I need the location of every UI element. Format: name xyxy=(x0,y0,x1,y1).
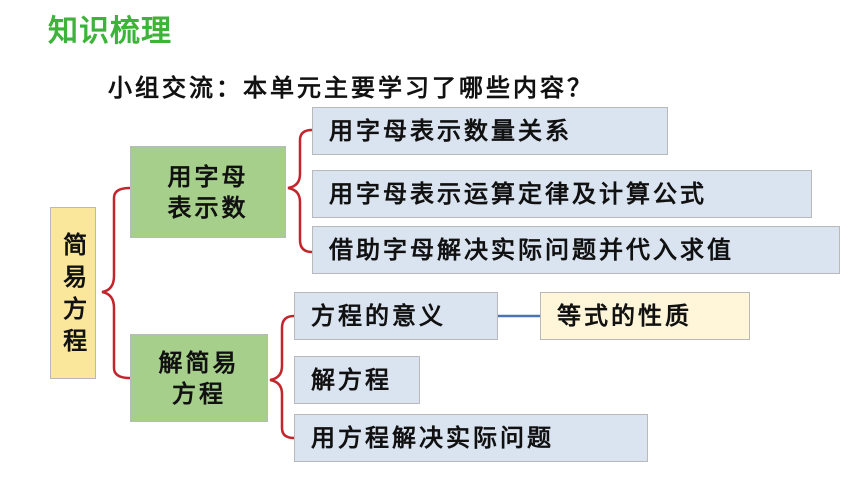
page-title: 知识梳理 xyxy=(48,14,172,49)
leaf-laws-formulas-label: 用字母表示运算定律及计算公式 xyxy=(329,179,707,209)
branch-node-equations-line1: 解简易 xyxy=(158,347,240,377)
leaf-equation-meaning: 方程的意义 xyxy=(294,292,498,340)
leaf-solve-equation-label: 解方程 xyxy=(311,365,392,395)
leaf-equation-property: 等式的性质 xyxy=(540,292,750,340)
leaf-quantity-relations-label: 用字母表示数量关系 xyxy=(329,116,572,146)
leaf-solve-equation: 解方程 xyxy=(294,356,420,404)
branch-node-letters-line1: 用字母 xyxy=(167,161,249,191)
leaf-equation-word-problems: 用方程解决实际问题 xyxy=(294,414,648,462)
leaf-equation-meaning-label: 方程的意义 xyxy=(311,301,446,331)
leaf-quantity-relations: 用字母表示数量关系 xyxy=(312,107,668,155)
leaf-substitute-values: 借助字母解决实际问题并代入求值 xyxy=(312,226,840,274)
branch-node-letters-line2: 表示数 xyxy=(167,193,249,222)
branch1-bracket xyxy=(287,128,313,254)
leaf-equation-word-problems-label: 用方程解决实际问题 xyxy=(311,423,554,453)
leaf-laws-formulas: 用字母表示运算定律及计算公式 xyxy=(312,170,812,218)
root-node: 简易方程 xyxy=(50,207,96,379)
branch2-bracket xyxy=(269,314,295,440)
question-text: 小组交流：本单元主要学习了哪些内容？ xyxy=(108,73,594,102)
root-node-label: 简易方程 xyxy=(58,232,88,360)
leaf-equation-property-label: 等式的性质 xyxy=(557,301,692,331)
branch-node-equations-line2: 方程 xyxy=(172,379,226,408)
branch-node-equations: 解简易 方程 xyxy=(130,334,268,422)
root-bracket xyxy=(101,186,131,380)
branch-node-letters: 用字母 表示数 xyxy=(130,146,286,238)
leaf-substitute-values-label: 借助字母解决实际问题并代入求值 xyxy=(329,235,734,265)
